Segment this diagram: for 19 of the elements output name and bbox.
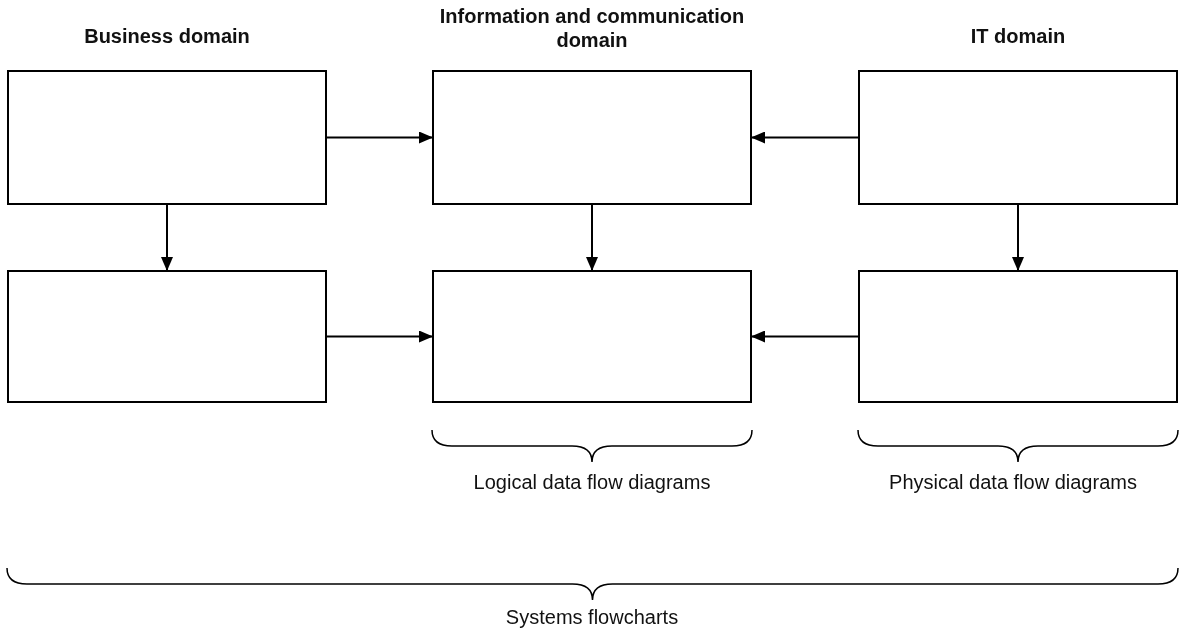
arrow bbox=[751, 131, 859, 144]
arrow bbox=[326, 131, 433, 144]
empty-box bbox=[858, 70, 1178, 205]
column-heading: Business domain bbox=[83, 24, 251, 48]
arrow bbox=[326, 330, 433, 343]
bracket-label: Physical data flow diagrams bbox=[888, 470, 1138, 494]
arrow bbox=[161, 204, 173, 271]
empty-box bbox=[432, 270, 752, 403]
arrow bbox=[751, 330, 859, 343]
column-heading: IT domain bbox=[969, 24, 1067, 48]
bracket-label: Logical data flow diagrams bbox=[472, 470, 712, 494]
empty-box bbox=[7, 70, 327, 205]
bracket-label: Systems flowcharts bbox=[504, 605, 680, 629]
arrow bbox=[586, 204, 598, 271]
empty-box bbox=[858, 270, 1178, 403]
empty-box bbox=[432, 70, 752, 205]
arrow bbox=[1012, 204, 1024, 271]
column-heading: Information and communication domain bbox=[438, 4, 746, 52]
empty-box bbox=[7, 270, 327, 403]
